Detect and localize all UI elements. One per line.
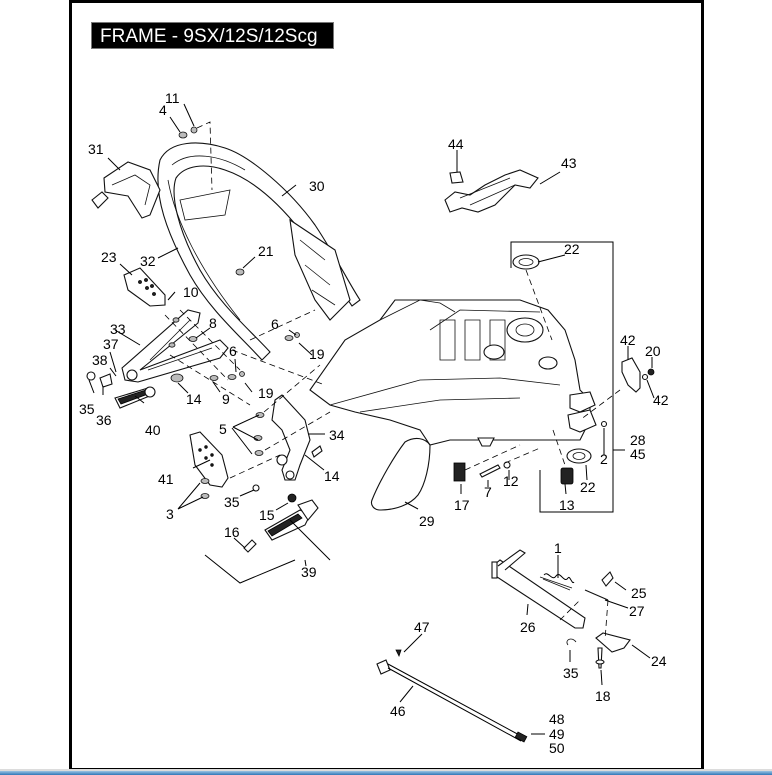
callout-34[interactable]: 34 — [329, 427, 345, 443]
callout-29[interactable]: 29 — [419, 513, 435, 529]
callout-23[interactable]: 23 — [101, 249, 117, 265]
callout-20[interactable]: 20 — [645, 343, 661, 359]
callout-35-middle[interactable]: 35 — [224, 494, 240, 510]
heel-guard-23-part[interactable] — [123, 267, 166, 307]
callout-18[interactable]: 18 — [595, 688, 611, 704]
callout-26[interactable]: 26 — [520, 619, 536, 635]
seat-bracket-part[interactable] — [91, 161, 161, 219]
heel-guard-41-part[interactable] — [189, 431, 229, 488]
callout-38[interactable]: 38 — [92, 352, 108, 368]
callout-6-lower[interactable]: 6 — [229, 343, 237, 359]
clip-44-part[interactable] — [449, 171, 464, 184]
kickstand-26-part[interactable] — [491, 549, 586, 629]
main-frame-part[interactable] — [309, 299, 597, 447]
spring-1-part[interactable] — [539, 573, 575, 591]
sensor-cable-46-part[interactable] — [376, 649, 528, 743]
callout-3[interactable]: 3 — [166, 506, 174, 522]
diagram-title: FRAME - 9SX/12S/12Scg — [91, 22, 334, 49]
callout-41[interactable]: 41 — [158, 471, 174, 487]
pin-27-part[interactable] — [584, 589, 609, 601]
callout-14-lower[interactable]: 14 — [324, 468, 340, 484]
callout-43[interactable]: 43 — [561, 155, 577, 171]
callout-22-lower[interactable]: 22 — [580, 479, 596, 495]
callout-11[interactable]: 11 — [165, 90, 180, 106]
washer-12-part[interactable] — [503, 461, 511, 469]
callout-15[interactable]: 15 — [259, 507, 275, 523]
bolt-7-part[interactable] — [479, 464, 501, 478]
callout-35-left[interactable]: 35 — [79, 401, 95, 417]
footpeg-bracket-right-part[interactable] — [271, 394, 311, 481]
bracket-42-part[interactable] — [579, 357, 655, 421]
cap-22-top-part[interactable] — [512, 254, 553, 341]
assembly-lines — [164, 309, 609, 641]
callout-36[interactable]: 36 — [96, 412, 112, 428]
callout-5[interactable]: 5 — [219, 421, 227, 437]
callout-50[interactable]: 50 — [549, 740, 565, 756]
rear-subframe-part[interactable] — [157, 142, 361, 361]
callout-10[interactable]: 10 — [183, 284, 199, 300]
callout-6-upper[interactable]: 6 — [271, 316, 279, 332]
callout-2[interactable]: 2 — [600, 451, 608, 467]
callout-22-upper[interactable]: 22 — [564, 241, 580, 257]
callout-33[interactable]: 33 — [110, 321, 126, 337]
callout-12[interactable]: 12 — [503, 473, 519, 489]
bottom-bar — [0, 771, 772, 775]
callout-17[interactable]: 17 — [454, 497, 470, 513]
callout-8[interactable]: 8 — [209, 315, 217, 331]
callout-31[interactable]: 31 — [88, 141, 104, 157]
callout-42-upper[interactable]: 42 — [620, 332, 636, 348]
callout-9[interactable]: 9 — [222, 391, 230, 407]
clip-35-part[interactable] — [566, 638, 577, 646]
callout-16[interactable]: 16 — [224, 524, 240, 540]
footpeg-40-part[interactable] — [114, 386, 156, 409]
callout-35-right[interactable]: 35 — [563, 665, 579, 681]
plug-13-part[interactable] — [552, 429, 574, 485]
callout-28[interactable]: 28 — [630, 432, 646, 448]
callout-27[interactable]: 27 — [629, 603, 645, 619]
callout-25[interactable]: 25 — [631, 585, 647, 601]
group-bracket-28-45 — [510, 241, 614, 513]
reflector-17-part[interactable] — [453, 462, 466, 482]
fasteners-group — [86, 268, 323, 503]
callout-40[interactable]: 40 — [145, 422, 161, 438]
bracket-43-part[interactable] — [444, 169, 539, 213]
bolt-18-part[interactable] — [595, 647, 605, 669]
bottom-divider — [0, 769, 772, 771]
callout-7[interactable]: 7 — [484, 484, 492, 500]
callout-14-upper[interactable]: 14 — [186, 391, 202, 407]
callout-13[interactable]: 13 — [559, 497, 575, 513]
callout-4[interactable]: 4 — [159, 102, 167, 118]
bolt-4-part[interactable] — [178, 121, 213, 191]
leader-lines — [88, 103, 655, 735]
callout-30[interactable]: 30 — [309, 178, 325, 194]
callout-39[interactable]: 39 — [301, 564, 317, 580]
nut-2-part[interactable] — [600, 420, 608, 428]
callout-42-lower[interactable]: 42 — [653, 392, 669, 408]
callout-24[interactable]: 24 — [651, 653, 667, 669]
callout-48[interactable]: 48 — [549, 711, 565, 727]
footpeg-bracket-left-part[interactable] — [121, 309, 229, 383]
callouts: 11 4 31 30 32 21 23 10 33 8 37 38 6 6 19… — [79, 90, 669, 756]
cap-22-bottom-part[interactable] — [566, 448, 592, 464]
callout-21[interactable]: 21 — [258, 243, 274, 259]
callout-37[interactable]: 37 — [103, 336, 119, 352]
plate-24-part[interactable] — [595, 632, 631, 653]
pin-25-part[interactable] — [601, 571, 614, 587]
callout-19-upper[interactable]: 19 — [309, 346, 325, 362]
callout-19-lower[interactable]: 19 — [258, 385, 274, 401]
callout-45[interactable]: 45 — [630, 446, 646, 462]
footpeg-39-part[interactable] — [204, 499, 331, 584]
callout-46[interactable]: 46 — [390, 703, 406, 719]
callout-32[interactable]: 32 — [140, 253, 156, 269]
callout-1[interactable]: 1 — [554, 540, 562, 556]
side-cover-29-part[interactable] — [370, 437, 431, 511]
callout-49[interactable]: 49 — [549, 726, 565, 742]
callout-47[interactable]: 47 — [414, 619, 430, 635]
callout-44[interactable]: 44 — [448, 136, 464, 152]
